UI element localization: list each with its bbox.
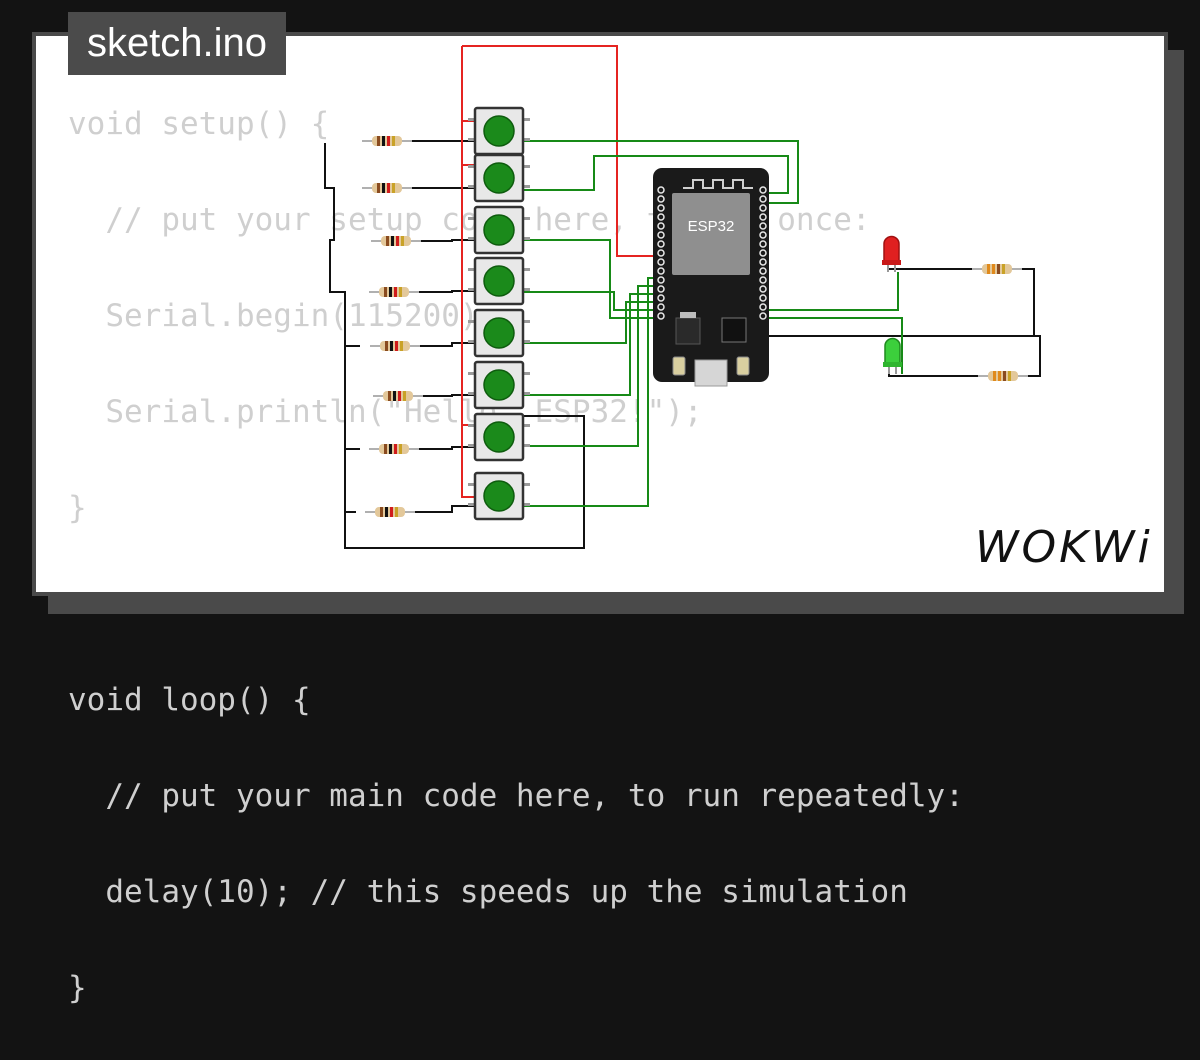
- pushbutton[interactable]: [468, 412, 530, 462]
- code-line: Serial.begin(115200);: [68, 298, 498, 334]
- pushbutton[interactable]: [468, 153, 530, 203]
- header-pin: [759, 231, 767, 239]
- led-resistor-wire: [888, 374, 986, 377]
- signal-wire: [524, 239, 655, 319]
- resistor: [373, 391, 423, 401]
- header-pin: [657, 195, 665, 203]
- signal-wire: [524, 293, 655, 396]
- led-green[interactable]: [883, 337, 902, 375]
- resistor: [978, 371, 1028, 381]
- code-line: // put your main code here, to run repea…: [68, 778, 964, 814]
- header-pin: [657, 213, 665, 221]
- signal-wire: [524, 301, 655, 344]
- resistor: [369, 287, 419, 297]
- header-pin: [657, 240, 665, 248]
- resistor: [371, 236, 421, 246]
- pushbutton[interactable]: [468, 256, 530, 306]
- preview-card: [32, 32, 1168, 596]
- header-pin: [657, 285, 665, 293]
- header-pin: [759, 294, 767, 302]
- signal-wire: [524, 155, 789, 194]
- pushbutton[interactable]: [468, 106, 530, 156]
- pushbutton[interactable]: [468, 471, 530, 521]
- header-pin: [657, 294, 665, 302]
- power-drop: [461, 46, 474, 498]
- led-wire: [768, 317, 903, 374]
- pushbutton[interactable]: [468, 205, 530, 255]
- power-wire: [462, 45, 655, 257]
- esp32-board[interactable]: ESP32: [653, 168, 769, 387]
- led-red[interactable]: [882, 235, 901, 272]
- header-pin: [759, 240, 767, 248]
- usb-chip: [721, 317, 747, 343]
- header-pin: [759, 303, 767, 311]
- ground-stub: [345, 345, 360, 513]
- code-line: void setup() {: [68, 106, 330, 142]
- enable-button[interactable]: [736, 356, 750, 376]
- header-pin: [759, 312, 767, 320]
- header-pin: [657, 276, 665, 284]
- signal-wire: [524, 140, 799, 204]
- wires-green: [524, 140, 903, 507]
- signal-wire: [524, 277, 655, 507]
- pushbuttons: [468, 106, 530, 521]
- esp32-label: ESP32: [688, 218, 735, 235]
- led-resistor-wire: [887, 268, 1035, 336]
- header-pin: [657, 267, 665, 275]
- resistors: [362, 136, 1028, 517]
- pushbutton[interactable]: [468, 308, 530, 358]
- ground-rail: [324, 143, 585, 549]
- voltage-regulator: [675, 317, 701, 345]
- header-pin: [657, 222, 665, 230]
- resistor: [362, 183, 412, 193]
- wokwi-logo: WOKWi: [975, 522, 1153, 573]
- code-line: }: [68, 490, 87, 526]
- header-pin: [759, 258, 767, 266]
- signal-wire: [524, 285, 655, 447]
- code-line: }: [68, 970, 87, 1006]
- header-pin: [657, 204, 665, 212]
- resistor: [972, 264, 1022, 274]
- header-pin: [759, 285, 767, 293]
- header-pin: [657, 303, 665, 311]
- header-pin: [759, 213, 767, 221]
- header-pin: [657, 258, 665, 266]
- header-pin: [759, 276, 767, 284]
- file-tab[interactable]: sketch.ino: [68, 12, 286, 75]
- resistor: [365, 507, 415, 517]
- header-pin: [657, 312, 665, 320]
- header-pin: [657, 186, 665, 194]
- antenna-trace: [683, 179, 753, 189]
- header-pin: [657, 249, 665, 257]
- code-line: Serial.println("Hello, ESP32!");: [68, 394, 703, 430]
- pushbutton[interactable]: [468, 360, 530, 410]
- header-pin: [657, 231, 665, 239]
- header-pin: [759, 249, 767, 257]
- esp32-module: [672, 193, 750, 275]
- header-pin: [759, 222, 767, 230]
- code-line: void loop() {: [68, 682, 311, 718]
- ground-led-rail: [768, 335, 1041, 377]
- resistor-wire: [403, 505, 474, 513]
- pin-header-right: [759, 186, 767, 320]
- pin-header-left: [657, 186, 665, 320]
- header-pin: [759, 186, 767, 194]
- led-wire: [768, 272, 899, 311]
- resistor: [370, 341, 420, 351]
- header-pin: [759, 195, 767, 203]
- code-line: delay(10); // this speeds up the simulat…: [68, 874, 908, 910]
- signal-wire: [524, 291, 655, 311]
- header-pin: [759, 204, 767, 212]
- resistor: [362, 136, 412, 146]
- circuit-diagram: ESP32: [324, 45, 1041, 549]
- header-pin: [759, 267, 767, 275]
- usb-port: [694, 359, 728, 387]
- boot-button[interactable]: [672, 356, 686, 376]
- resistor: [369, 444, 419, 454]
